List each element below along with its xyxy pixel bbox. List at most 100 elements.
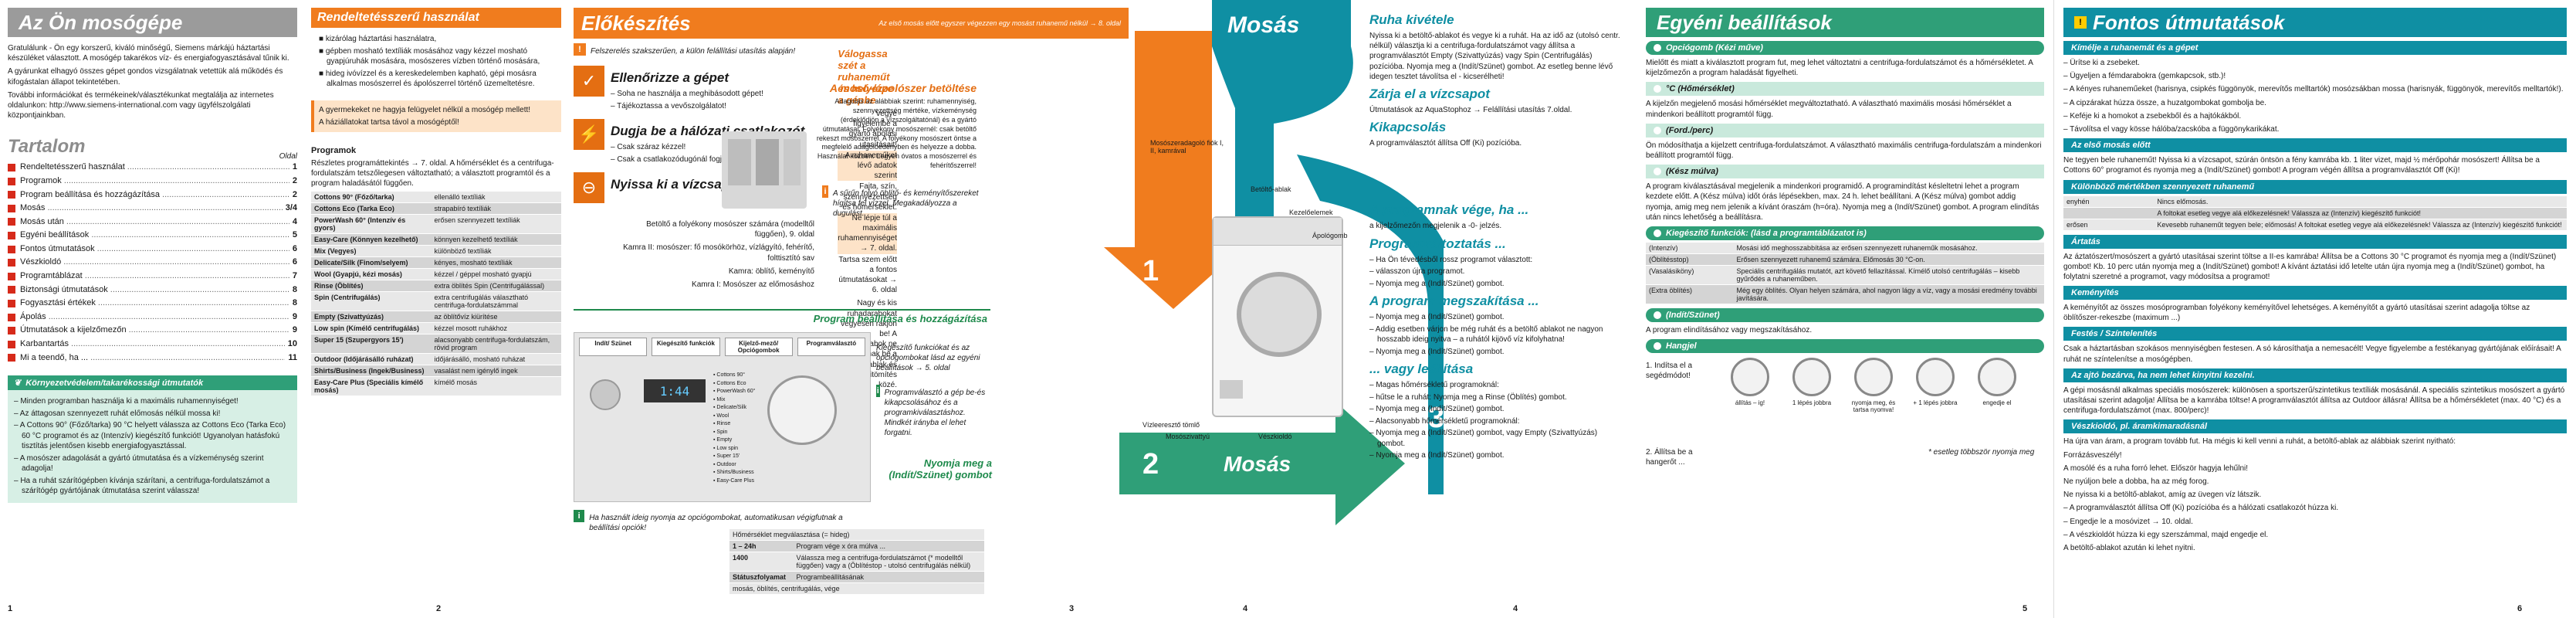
toc-row[interactable]: Biztonsági útmutatások8: [8, 284, 297, 297]
sort-title: Válogassa szét a ruhaneműt és helyezze a…: [838, 48, 893, 106]
important-line: – A cipzárakat húzza össze, a huzatgombo…: [2063, 98, 2266, 107]
toc-row[interactable]: Ápolás9: [8, 311, 297, 324]
program-option[interactable]: ▪ Spin: [713, 429, 728, 435]
program-desc: kényes, mosható textíliák: [431, 256, 561, 270]
program-desc: kézzel mosott ruhákhoz: [431, 322, 561, 335]
group-line: – Addig esetben várjon be még ruhát és a…: [1369, 324, 1603, 345]
env-item: – A Cottons 90° (Főző/tarka) 90 °C helye…: [14, 421, 286, 451]
program-desc: alacsonyabb centrifuga-fordulatszám, röv…: [431, 334, 561, 355]
toc-row[interactable]: Karbantartás10: [8, 338, 297, 351]
program-name: Mix (Vegyes): [311, 245, 432, 258]
soil-level: [2063, 207, 2155, 219]
settings-table: Hőmérséklet megválasztása (= hideg)1 – 2…: [729, 529, 984, 595]
program-row: Spin (Centrifugálás)extra centrifugálás …: [311, 291, 561, 312]
extras-key: (Extra öblítés): [1646, 284, 1734, 304]
settings-bar: (Kész múlva): [1646, 165, 2044, 179]
sound-dial: + 1 lépés jobbra: [1908, 358, 1962, 413]
program-option[interactable]: ▪ Outdoor: [713, 461, 736, 467]
after-wash-title: Kikapcsolás: [1369, 120, 1447, 135]
program-option[interactable]: ▪ Wool: [713, 413, 729, 419]
program-desc: strapabíró textíliák: [431, 202, 561, 216]
toc-row[interactable]: Útmutatások a kijelzőmezőn9: [8, 324, 297, 338]
toc-row[interactable]: Rendeltetésszerű használat1: [8, 161, 297, 175]
important-line: – A programválasztót állítsa Off (Ki) po…: [2063, 504, 2339, 513]
program-option[interactable]: ▪ Cottons Eco: [713, 380, 746, 386]
start-bar: (Indít/Szünet): [1646, 307, 2044, 322]
program-name: Empty (Szivattyúzás): [311, 311, 432, 324]
toc-row[interactable]: Egyéni beállítások5: [8, 229, 297, 243]
page-6-title: Egyéni beállítások: [1646, 8, 2044, 37]
toc-page: 11: [288, 352, 297, 362]
program-option[interactable]: ▪ PowerWash 60°: [713, 389, 756, 394]
toc-row[interactable]: Programok2: [8, 175, 297, 188]
wash-flow-graphic: [1104, 0, 1444, 525]
settings-bar-text: A program kiválasztásával megjelenik a m…: [1646, 182, 2039, 222]
display-field: 1:44: [644, 379, 706, 402]
extras-table: (Intenzív)Mosási idő meghosszabbítása az…: [1646, 242, 2044, 304]
toc-row[interactable]: Program beállítása és hozzágázítása2: [8, 188, 297, 202]
spacer: [1369, 151, 1626, 198]
toc-label: Programok: [20, 175, 289, 188]
mosas-arrow-top: [1212, 0, 1353, 232]
step-icon-3: ⊖: [574, 172, 604, 204]
settings-bar-text: Mielőtt és miatt a kiválasztott program …: [1646, 59, 2033, 78]
important-section-title: Az ajtó bezárva, ha nem lehet kinyitni k…: [2063, 368, 2567, 382]
program-option[interactable]: ▪ Easy-Care Plus: [713, 477, 755, 484]
program-name: Cottons Eco (Tarka Eco): [311, 202, 432, 216]
program-option[interactable]: ▪ Rinse: [713, 421, 731, 426]
settings-table-wrap: Hőmérséklet megválasztása (= hideg)1 – 2…: [729, 529, 984, 595]
program-dial[interactable]: [767, 375, 837, 445]
toc-row[interactable]: Mosás után4: [8, 216, 297, 229]
after-wash-text: A programválasztót állítsa Off (Ki) pozí…: [1369, 139, 1522, 148]
settings-value: Válassza meg a centrifuga-fordulatszámot…: [793, 552, 984, 572]
toc-row[interactable]: Vészkioldó6: [8, 256, 297, 270]
group-title: ... vagy leállítása: [1369, 362, 1474, 376]
important-line: – Ügyeljen a fémdarabokra (gemkapcsok, s…: [2063, 72, 2226, 81]
toc-row[interactable]: Mosás3/4: [8, 202, 297, 216]
door-illustration: [1237, 272, 1322, 357]
toc-row[interactable]: Mi a teendő, ha ...11: [8, 351, 297, 365]
program-option[interactable]: ▪ Low spin: [713, 445, 739, 451]
toc-row[interactable]: Fontos útmutatások6: [8, 243, 297, 256]
env-item: – A mosószer adagolását a gyártó útmutat…: [14, 453, 264, 474]
program-option[interactable]: ▪ Super 15': [713, 453, 740, 459]
settings-value: Programbeállításának: [793, 571, 984, 583]
toc-marker: [8, 340, 15, 348]
program-option[interactable]: ▪ Shirts/Business: [713, 470, 754, 475]
sort-line: Vegye figyelembe a gyártó ápolási utasít…: [848, 110, 897, 149]
program-option[interactable]: ▪ Empty: [713, 437, 733, 443]
toc-label: Mosás: [20, 202, 283, 216]
program-name: Shirts/Business (Ingek/Business): [311, 365, 432, 378]
toc-page: 8: [292, 284, 297, 294]
important-line: Ne nyissa ki a betöltő-ablakot, amíg az …: [2063, 491, 2262, 500]
drawer-label: Kamra I: Mosószer az előmosáshoz: [692, 280, 814, 289]
sort-line: A ruhaneműket lévő adatok szerint: [838, 150, 897, 182]
program-option[interactable]: ▪ Delicate/Silk: [713, 405, 746, 410]
program-name: Wool (Gyapjú, kézi mosás): [311, 268, 432, 281]
important-section-title: Festés / Színtelenítés: [2063, 327, 2567, 341]
dial-note: nyomja meg, és tartsa nyomva!: [1851, 399, 1896, 414]
important-line: – Ürítse ki a zsebeket.: [2063, 59, 2140, 67]
program-name: Easy-Care Plus (Speciális kímélő mosás): [311, 376, 432, 397]
sound-dial: nyomja meg, és tartsa nyomva!: [1847, 358, 1901, 413]
program-option[interactable]: ▪ Mix: [713, 396, 726, 402]
soil-row: A foltokat esetleg vegye alá előkezelésn…: [2063, 207, 2567, 219]
toc-row[interactable]: Programtáblázat7: [8, 270, 297, 284]
use-item: ■ gépben mosható textíliák mosásához vag…: [319, 46, 540, 66]
after-wash-text: Útmutatások az AquaStophoz → Felállítási…: [1369, 105, 1572, 114]
press-start-title: Nyomja meg a (Indít/Szünet) gombot: [889, 457, 992, 480]
toc-column-label: Oldal: [279, 152, 297, 161]
kids-warning: A gyermekeket ne hagyja felügyelet nélkü…: [319, 105, 531, 114]
toc-row[interactable]: Fogyasztási értékek8: [8, 297, 297, 311]
program-option[interactable]: ▪ Cottons 90°: [713, 372, 746, 378]
toc-page: 2: [292, 175, 297, 185]
dial-icon: [1731, 358, 1769, 397]
start-pause-button[interactable]: [590, 379, 621, 410]
sound-bar: Hangjel: [1646, 339, 2044, 354]
program-row: Outdoor (Időjárásálló ruházat)időjárásál…: [311, 353, 561, 366]
settings-cell: mosás, öblítés, centrifugálás, vége: [729, 582, 984, 595]
dial-icon: [1916, 358, 1955, 397]
drawer-illustration: [722, 131, 807, 209]
intro-text: Gratulálunk - Ön egy korszerű, kiváló mi…: [8, 44, 289, 63]
